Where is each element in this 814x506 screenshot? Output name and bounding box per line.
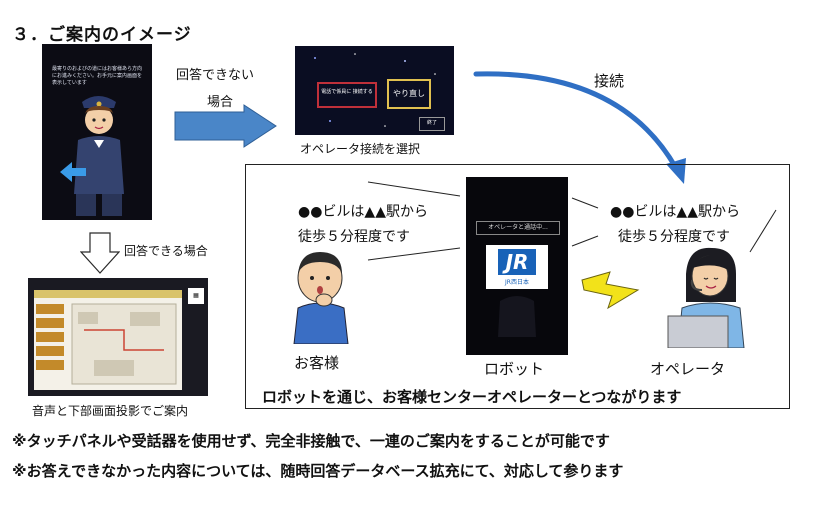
- customer-speech-lines: [367, 181, 461, 261]
- operator-select-screen: 電話で係員に 接続する やり直し 終了: [295, 46, 454, 135]
- box-caption: ロボットを通じ、お客様センターオペレーターとつながります: [262, 388, 682, 406]
- robot-silhouette: [498, 296, 536, 337]
- operator-speech-lines: [571, 197, 777, 253]
- robot-call-status: オペレータと通話中...: [476, 221, 560, 235]
- operator-select-caption: オペレータ接続を選択: [300, 142, 421, 156]
- call-staff-button[interactable]: 電話で係員に 接続する: [317, 82, 377, 108]
- guide-character-illustration: [60, 96, 124, 216]
- robot-screen: オペレータと通話中... JR JR西日本: [466, 177, 568, 355]
- note-1: ※タッチパネルや受話器を使用せず、完全非接触で、一連のご案内をすることが可能です: [12, 432, 610, 450]
- starfield-background: [314, 53, 436, 127]
- operator-speech-line-2: 徒歩５分程度です: [618, 229, 730, 245]
- jr-west-logo: JR JR西日本: [486, 245, 548, 289]
- floor-guide-caption: 音声と下部画面投影でご案内: [32, 404, 189, 418]
- retry-button[interactable]: やり直し: [387, 79, 431, 109]
- page-title: ３．ご案内のイメージ: [12, 25, 192, 45]
- cannot-answer-label-1: 回答できない: [176, 68, 255, 83]
- qr-code-icon: ▦: [188, 288, 204, 304]
- right-arrow-icon: [174, 104, 277, 148]
- customer-speech-line-2: 徒歩５分程度です: [298, 229, 410, 245]
- customer-illustration: [293, 252, 349, 344]
- floor-guide-screen: ▦: [28, 278, 208, 396]
- robot-label: ロボット: [484, 360, 545, 378]
- down-arrow-icon: [80, 232, 120, 274]
- jr-logo-mark: JR: [498, 249, 536, 275]
- connect-label: 接続: [594, 72, 625, 90]
- lightning-icon: [581, 271, 640, 310]
- end-button[interactable]: 終了: [419, 117, 445, 131]
- operator-speech-line-1: ●●ビルは▲▲駅から: [610, 204, 740, 220]
- jr-logo-sub: JR西日本: [505, 279, 529, 286]
- note-2: ※お答えできなかった内容については、随時回答データベース拡充にて、対応して参りま…: [12, 462, 624, 480]
- kiosk-screen-text: 最寄りのおよびの道にはお客様あら方向にお進みください。お手元に案内画面を表示して…: [52, 66, 143, 86]
- floor-map: [34, 290, 182, 390]
- operator-connection-box: [245, 164, 790, 409]
- operator-illustration: [667, 247, 745, 348]
- cannot-answer-label-2: 場合: [207, 95, 234, 110]
- customer-speech-line-1: ●●ビルは▲▲駅から: [298, 204, 428, 220]
- operator-label: オペレータ: [650, 360, 726, 378]
- customer-label: お客様: [294, 354, 340, 372]
- floor-map-illustration: [34, 290, 182, 385]
- can-answer-label: 回答できる場合: [124, 244, 208, 258]
- kiosk-screen: 最寄りのおよびの道にはお客様あら方向にお進みください。お手元に案内画面を表示して…: [42, 44, 152, 220]
